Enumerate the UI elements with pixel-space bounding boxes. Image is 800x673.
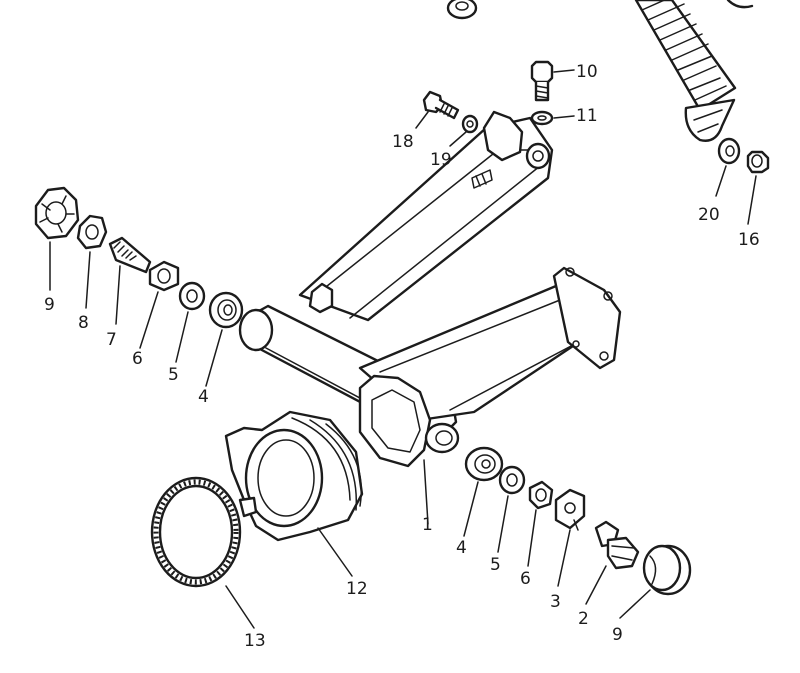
washer-5-left	[178, 281, 206, 311]
label-3: 3	[550, 592, 561, 612]
label-16: 16	[738, 230, 760, 250]
bearing-4-right	[464, 446, 504, 482]
label-9-left: 9	[44, 295, 55, 315]
label-13: 13	[244, 631, 266, 651]
collar-6-right	[528, 480, 554, 510]
label-4-left: 4	[198, 387, 209, 407]
label-6-right: 6	[520, 569, 531, 589]
top-partial-bolt	[446, 0, 478, 20]
label-2: 2	[578, 609, 589, 629]
washer-11	[530, 110, 554, 126]
washer-20	[717, 137, 741, 165]
cap-9	[642, 544, 692, 596]
bearing-4-left	[208, 291, 244, 329]
rear-shock-absorber	[634, 0, 737, 142]
label-9-right: 9	[612, 625, 623, 645]
part-labels: 10 11 18 19 20 16 9 8 7 6 5 4 1 4 5 6 3 …	[44, 62, 760, 651]
label-5-left: 5	[168, 365, 179, 385]
bolt-18	[422, 90, 460, 120]
pivot-bolt-2	[594, 520, 640, 570]
label-19: 19	[430, 150, 452, 170]
label-8: 8	[78, 313, 89, 333]
nut-16	[746, 150, 770, 174]
nut-8	[76, 214, 108, 250]
top-partial-washer	[726, 0, 754, 9]
label-11: 11	[576, 106, 598, 126]
label-20: 20	[698, 205, 720, 225]
label-10: 10	[576, 62, 598, 82]
swingarm	[238, 110, 622, 468]
castle-nut-9	[34, 186, 80, 240]
washer-5-right	[498, 465, 526, 495]
ring-13	[150, 476, 242, 588]
label-12: 12	[346, 579, 368, 599]
bolt-10	[530, 60, 554, 102]
label-6-left: 6	[132, 349, 143, 369]
washer-19	[461, 114, 479, 134]
bolt-7	[108, 236, 152, 274]
label-7: 7	[106, 330, 117, 350]
label-5-right: 5	[490, 555, 501, 575]
label-4-right: 4	[456, 538, 467, 558]
label-1: 1	[422, 515, 433, 535]
leader-lines	[49, 69, 757, 629]
label-18: 18	[392, 132, 414, 152]
lock-plate-3	[554, 488, 586, 531]
collar-6-left	[148, 260, 180, 292]
rubber-boot-12	[224, 410, 364, 542]
